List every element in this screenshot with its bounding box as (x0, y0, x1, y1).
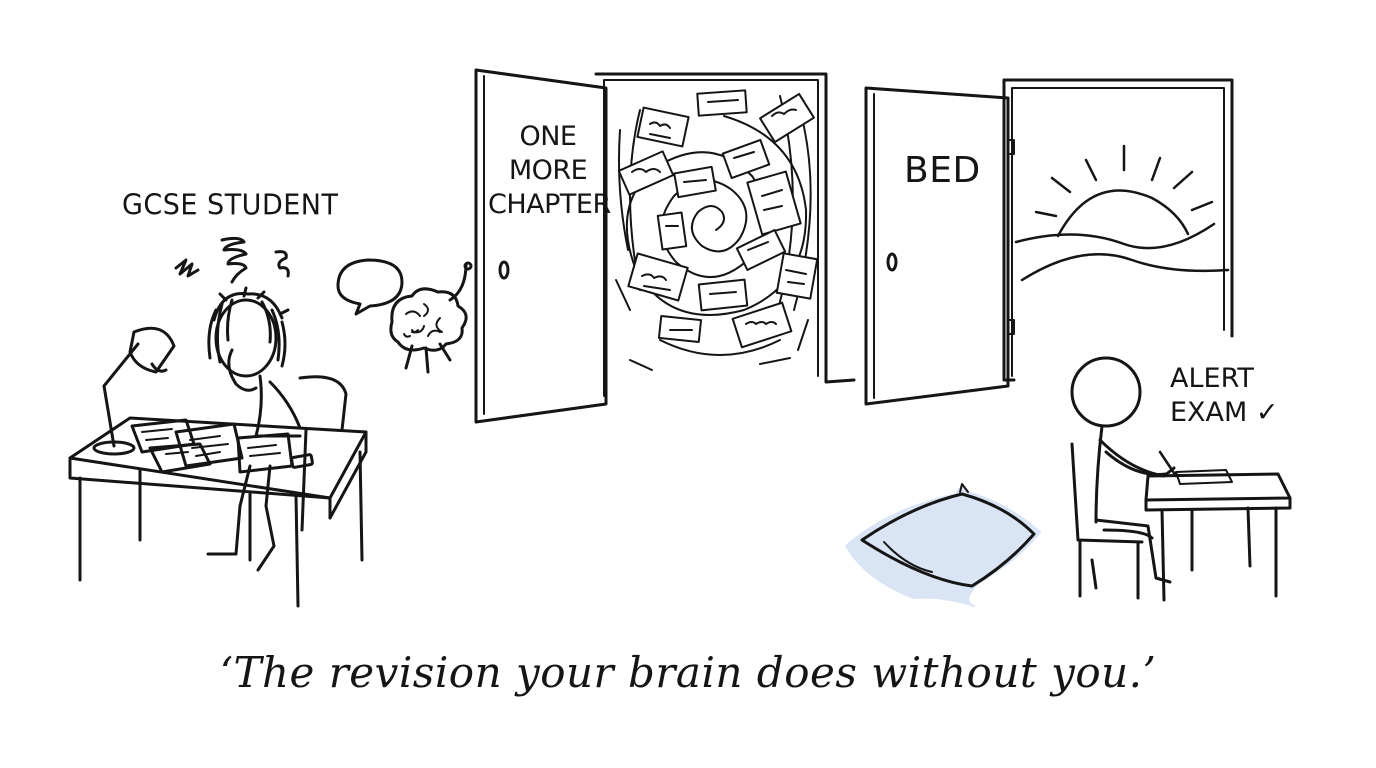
alert-student-group (1070, 356, 1292, 602)
stress-squiggle-icon (174, 258, 200, 278)
sunrise-icon (1014, 144, 1230, 282)
pillow-icon (845, 483, 1041, 607)
comic-caption: ‘The revision your brain does without yo… (219, 648, 1157, 697)
label-exam-line: EXAM ✓ (1170, 397, 1279, 428)
brain-group (336, 258, 473, 374)
door-one-more-chapter (474, 68, 856, 424)
stress-squiggle-icon (274, 250, 290, 278)
door-knob-icon (498, 260, 510, 280)
speech-bubble-icon (336, 258, 404, 316)
label-one-more-chapter: ONE MORE CHAPTER (488, 120, 611, 222)
label-bed: BED (904, 150, 981, 191)
label-alert-line: ALERT (1170, 363, 1254, 394)
label-one-more-chapter-line: MORE (508, 155, 588, 186)
spiral-of-notes-icon (615, 89, 819, 371)
door-bed (864, 78, 1234, 406)
brain-icon (389, 287, 468, 352)
stress-squiggle-icon (220, 236, 248, 284)
door-knob-icon (886, 252, 898, 272)
label-alert-exam: ALERT EXAM ✓ (1170, 362, 1279, 430)
label-gcse-student: GCSE STUDENT (122, 189, 339, 222)
pencil-icon (1158, 450, 1178, 478)
desk-group (68, 326, 368, 608)
stressed-student-group (174, 236, 348, 572)
label-one-more-chapter-line: ONE (519, 121, 577, 152)
label-one-more-chapter-line: CHAPTER (488, 189, 611, 220)
